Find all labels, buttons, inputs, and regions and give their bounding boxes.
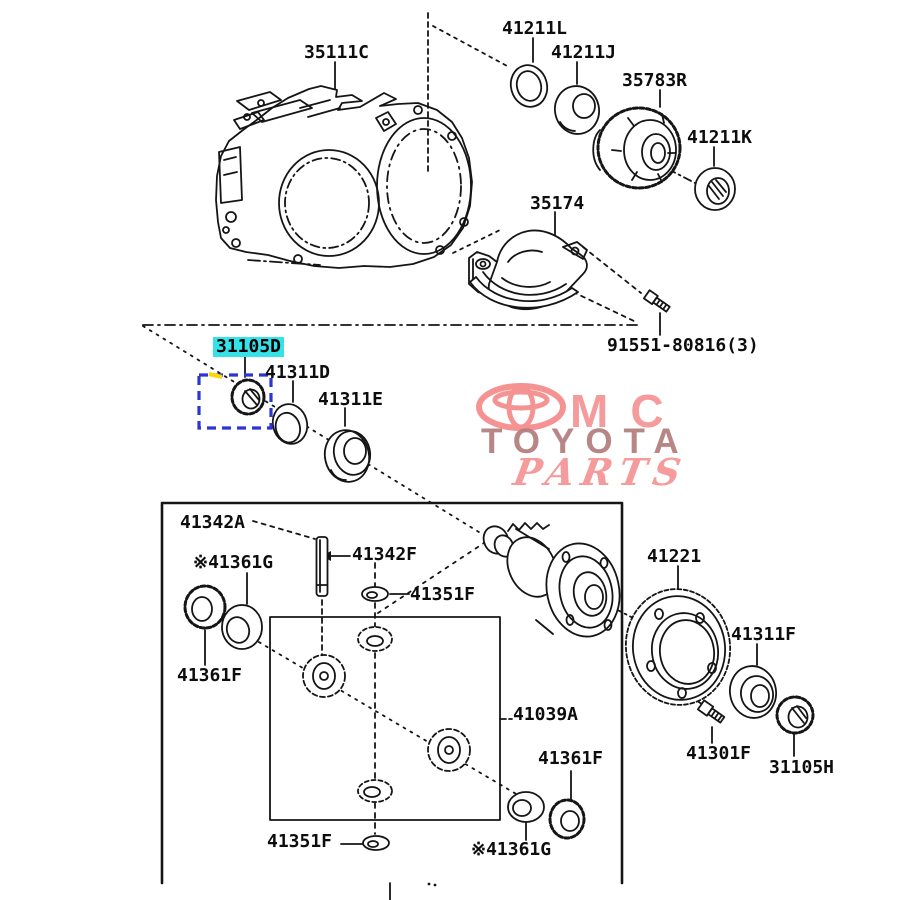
- part-label-41311d: 41311D: [265, 362, 331, 383]
- part-label-41311e: 41311E: [318, 389, 384, 410]
- part-label-41211j: 41211J: [551, 42, 617, 63]
- leader-lines: [204, 37, 795, 900]
- part-label-35783r: 35783R: [622, 70, 688, 91]
- part-label-41351f-top: 41351F: [410, 584, 476, 605]
- part-label-41361f-right: 41361F: [538, 748, 604, 769]
- toyota-logo-icon: [476, 383, 566, 431]
- bearing-41311f-drawing: [729, 665, 777, 719]
- bearing-41211j-drawing: [554, 85, 600, 135]
- part-label-41301f: 41301F: [686, 743, 752, 764]
- part-label-35174: 35174: [530, 193, 585, 214]
- thrust-washer-41361f-right-drawing: [548, 798, 586, 840]
- part-label-41361g-left: ※41361G: [193, 552, 274, 573]
- part-label-41211l: 41211L: [502, 18, 568, 39]
- pinion-gear-2-drawing: [427, 728, 471, 772]
- differential-case-drawing: [482, 522, 621, 638]
- seal-31105d-drawing: [230, 378, 266, 416]
- pinion-shaft-41342f-drawing: [315, 536, 329, 597]
- part-label-41351f-bottom: 41351F: [267, 831, 333, 852]
- oil-seal-41211l-drawing: [509, 64, 549, 108]
- seal-31105h-drawing: [775, 695, 815, 735]
- bolt-91551-drawing: [642, 289, 671, 313]
- thrust-washer-41361g-left-drawing: [221, 604, 263, 650]
- watermark-toyota-text: TOYOTA: [481, 422, 690, 461]
- part-label-31105d-highlighted: 31105D: [213, 337, 285, 357]
- ring-41211k-drawing: [694, 167, 736, 211]
- part-label-35111c: 35111C: [304, 42, 370, 63]
- bearing-41311e-drawing: [323, 429, 372, 483]
- washer-41351f-top-drawing: [361, 586, 389, 602]
- watermark-mc-text: MC: [570, 385, 686, 437]
- selection-dashed-box: [197, 372, 273, 430]
- part-label-41039a: 41039A: [513, 704, 579, 725]
- transaxle-housing-drawing: [215, 85, 473, 269]
- differential-gear-35783r-drawing: [592, 106, 682, 190]
- part-label-31105h: 31105H: [769, 757, 835, 778]
- part-label-91551-80816: 91551-80816(3): [607, 335, 759, 356]
- washer-41351f-bottom-drawing: [362, 835, 390, 851]
- part-label-41342a: 41342A: [180, 512, 246, 533]
- side-gear-bottom-drawing: [357, 779, 393, 803]
- top-locator-dashes: [427, 12, 510, 173]
- bearing-cap-35174-drawing: [468, 229, 588, 311]
- pinion-gear-1-drawing: [302, 654, 346, 698]
- bolt-41301f-drawing: [696, 699, 726, 724]
- part-label-41211k: 41211K: [687, 127, 753, 148]
- part-label-41361g-bottom: ※41361G: [471, 839, 552, 860]
- connector-lines: [142, 168, 703, 835]
- race-41311d-drawing: [271, 403, 309, 445]
- part-label-41311f: 41311F: [731, 624, 797, 645]
- part-label-41221: 41221: [647, 546, 702, 567]
- part-label-41361f-left: 41361F: [177, 665, 243, 686]
- thrust-washer-41361g-bottom-drawing: [507, 791, 545, 823]
- thrust-washer-41361f-left-drawing: [183, 584, 227, 630]
- kit-outline-boxes: [160, 501, 624, 885]
- part-label-41342f: 41342F: [352, 544, 418, 565]
- side-gear-top-drawing: [357, 626, 393, 652]
- ring-gear-41221-drawing: [624, 588, 732, 706]
- watermark-parts-text: PARTS: [510, 450, 692, 494]
